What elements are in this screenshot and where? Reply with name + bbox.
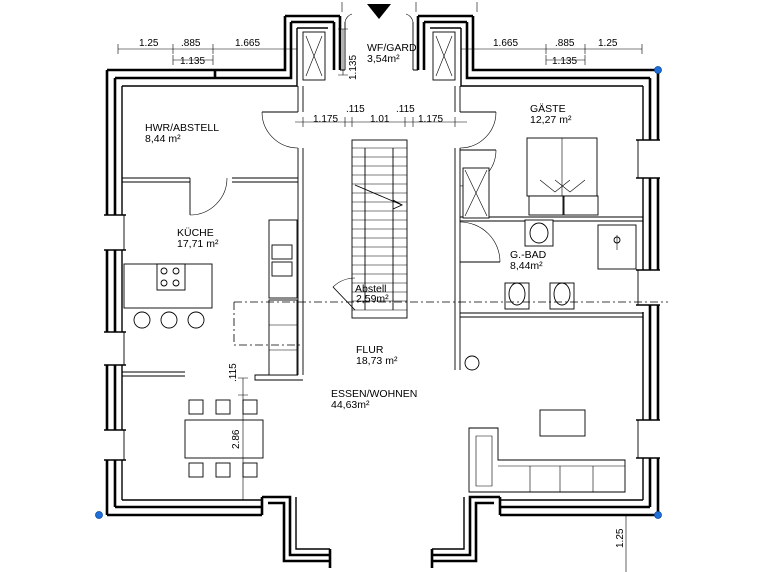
wardrobe-closets (302, 31, 456, 81)
room-area-gbad: 8,44m² (510, 260, 543, 272)
staircase (351, 139, 408, 319)
dim-wf-vertical: 1.135 (348, 55, 359, 80)
living-furniture (464, 355, 626, 493)
room-name-wf: WF/GARD. (367, 42, 420, 54)
room-area-flur: 18,73 m² (356, 355, 398, 367)
dim-top-left-3: 1.665 (235, 38, 260, 49)
dim-hall-3: 1.01 (370, 114, 390, 125)
room-area-abstell: 2,59m² (356, 293, 389, 305)
room-name-gbad: G.-BAD (510, 249, 547, 261)
selection-grips[interactable] (95, 66, 662, 519)
dim-top-left-2: .885 (181, 38, 201, 49)
room-area-gaeste: 12,27 m² (530, 114, 572, 126)
dimension-lines (117, 2, 643, 572)
exterior-walls (104, 14, 660, 568)
room-name-gaeste: GÄSTE (530, 103, 566, 115)
room-area-essen: 44,63m² (331, 399, 370, 411)
dim-dining-small: .115 (228, 363, 239, 382)
entrance-arrow-icon (367, 4, 391, 19)
dim-top-left-1: 1.25 (139, 38, 159, 49)
room-name-flur: FLUR (356, 344, 384, 356)
grip-handle[interactable] (654, 511, 662, 519)
dim-top-left-sub: 1.135 (180, 56, 205, 67)
dim-top-right-sub: 1.135 (552, 56, 577, 67)
room-area-wf: 3,54m² (367, 53, 400, 65)
room-name-kueche: KÜCHE (177, 227, 214, 239)
dim-bottom-right: 1.25 (615, 528, 626, 548)
dim-top-right-1: 1.665 (493, 38, 518, 49)
kitchen-furniture (123, 219, 298, 376)
dimension-labels: 1.25 .885 1.665 1.135 1.665 .885 1.25 1.… (139, 38, 626, 548)
dim-hall-1: 1.175 (313, 114, 338, 125)
room-name-hwr: HWR/ABSTELL (145, 122, 219, 134)
room-name-essen: ESSEN/WOHNEN (331, 388, 417, 400)
dim-top-right-3: 1.25 (598, 38, 618, 49)
dining-set (184, 399, 264, 478)
interior-walls (122, 69, 643, 381)
dim-hall-5: 1.175 (418, 114, 443, 125)
room-name-abstell: Abstell (355, 283, 387, 295)
dim-hall-4: .115 (396, 104, 415, 115)
dim-top-right-2: .885 (555, 38, 575, 49)
section-axis-line-2 (233, 302, 300, 346)
grip-handle[interactable] (654, 66, 662, 74)
bath-fixtures (504, 219, 637, 310)
dim-hall-2: .115 (346, 104, 365, 115)
grip-handle[interactable] (95, 511, 103, 519)
dim-dining-table: 2.86 (231, 429, 242, 449)
room-labels: WF/GARD. 3,54m² HWR/ABSTELL 8,44 m² GÄST… (145, 42, 572, 411)
guest-furniture (462, 137, 599, 219)
room-area-kueche: 17,71 m² (177, 238, 219, 250)
room-area-hwr: 8,44 m² (145, 133, 181, 145)
